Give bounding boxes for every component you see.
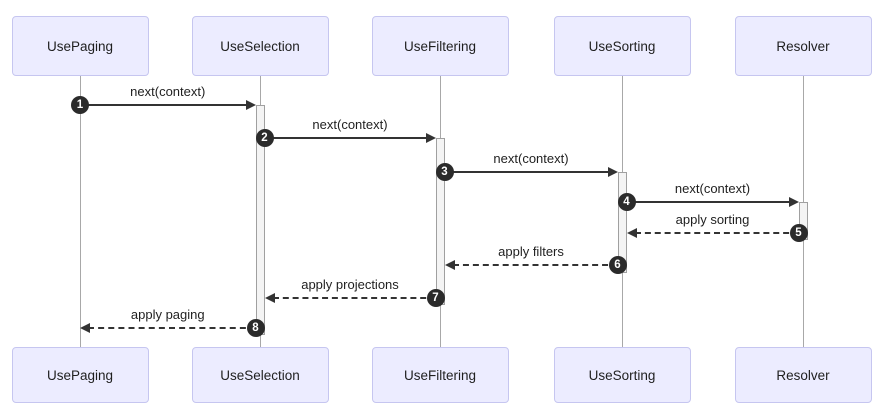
- participant-box-bottom-usefiltering: UseFiltering: [371, 347, 509, 403]
- participant-label: Resolver: [776, 367, 830, 383]
- message-label-8: apply paging: [130, 307, 205, 322]
- message-line-1: [80, 104, 248, 106]
- participant-box-bottom-usepaging: UsePaging: [11, 347, 149, 403]
- message-label-6: apply filters: [498, 244, 564, 259]
- lifeline-usepaging: [79, 76, 81, 347]
- message-line-2: [264, 137, 428, 139]
- message-line-7: [272, 297, 436, 299]
- participant-label: UseFiltering: [403, 38, 477, 54]
- sequence-number-badge-6: 6: [608, 256, 627, 274]
- message-arrowhead-2: [425, 133, 436, 143]
- participant-box-top-useselection: UseSelection: [191, 16, 329, 76]
- sequence-number-badge-5: 5: [789, 224, 808, 242]
- participant-label: UseSelection: [220, 38, 300, 54]
- message-line-6: [452, 264, 618, 266]
- message-line-4: [626, 201, 791, 203]
- message-label-3: next(context): [493, 151, 569, 166]
- participant-box-bottom-usesorting: UseSorting: [553, 347, 691, 403]
- message-line-5: [634, 232, 799, 234]
- participant-label: UsePaging: [46, 38, 114, 54]
- sequence-number-badge-3: 3: [435, 163, 454, 181]
- participant-box-bottom-useselection: UseSelection: [191, 347, 329, 403]
- participant-label: UseSorting: [588, 38, 656, 54]
- message-arrowhead-3: [607, 167, 618, 177]
- message-line-8: [88, 327, 256, 329]
- participant-box-top-resolver: Resolver: [734, 16, 872, 76]
- message-arrowhead-7: [264, 293, 275, 303]
- sequence-number-badge-7: 7: [426, 289, 445, 307]
- sequence-number-badge-8: 8: [246, 319, 265, 337]
- participant-label: UseSelection: [220, 367, 300, 383]
- message-arrowhead-6: [444, 260, 455, 270]
- message-line-3: [444, 171, 610, 173]
- message-label-4: next(context): [674, 181, 751, 196]
- message-arrowhead-4: [788, 197, 799, 207]
- participant-label: UseSorting: [588, 367, 656, 383]
- participant-box-bottom-resolver: Resolver: [734, 347, 872, 403]
- sequence-number-badge-2: 2: [255, 129, 274, 147]
- participant-box-top-usesorting: UseSorting: [553, 16, 691, 76]
- participant-label: UseFiltering: [403, 367, 477, 383]
- message-arrowhead-1: [245, 100, 256, 110]
- message-label-7: apply projections: [301, 277, 399, 292]
- message-arrowhead-5: [626, 228, 637, 238]
- sequence-number-badge-1: 1: [71, 96, 89, 114]
- sequence-number-badge-4: 4: [617, 193, 636, 211]
- message-label-5: apply sorting: [675, 212, 750, 227]
- message-label-2: next(context): [312, 117, 388, 132]
- message-arrowhead-8: [80, 323, 90, 333]
- message-label-1: next(context): [130, 84, 206, 99]
- participant-label: UsePaging: [46, 367, 114, 383]
- participant-box-top-usepaging: UsePaging: [11, 16, 149, 76]
- participant-label: Resolver: [776, 38, 830, 54]
- participant-box-top-usefiltering: UseFiltering: [371, 16, 509, 76]
